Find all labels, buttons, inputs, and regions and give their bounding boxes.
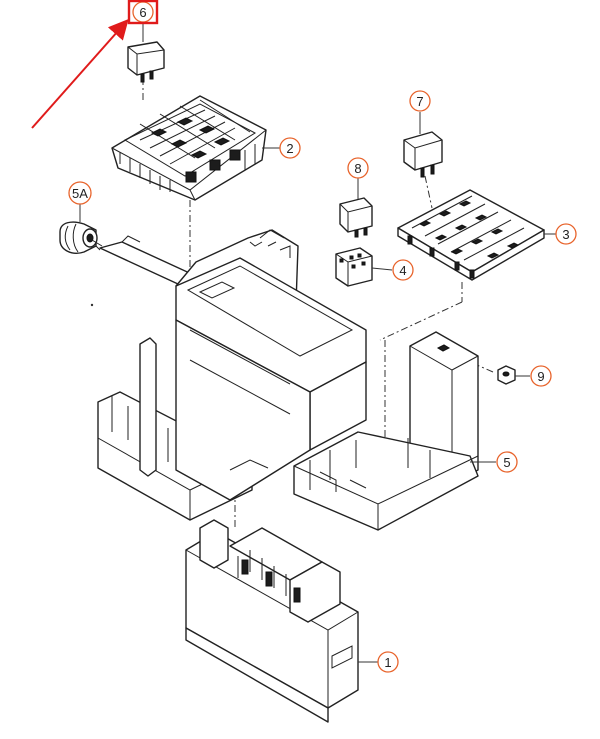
callout-2: 2 bbox=[279, 137, 301, 159]
callout-9: 9 bbox=[530, 365, 552, 387]
red-arrow bbox=[31, 19, 129, 129]
callout-6: 6 bbox=[127, 0, 159, 25]
svg-text:8: 8 bbox=[354, 161, 361, 176]
callout-4: 4 bbox=[392, 259, 414, 281]
svg-text:7: 7 bbox=[416, 94, 423, 109]
stray-mark bbox=[90, 303, 94, 307]
relay-socket-4 bbox=[335, 247, 373, 287]
svg-text:5A: 5A bbox=[72, 186, 88, 201]
svg-text:3: 3 bbox=[562, 227, 569, 242]
relay-7 bbox=[403, 131, 443, 178]
callout-3: 3 bbox=[555, 223, 577, 245]
callout-5: 5 bbox=[496, 451, 518, 473]
relay-8 bbox=[339, 197, 373, 238]
svg-text:2: 2 bbox=[286, 141, 293, 156]
relay-6 bbox=[127, 41, 165, 83]
leader-lines bbox=[79, 24, 556, 663]
svg-text:9: 9 bbox=[537, 369, 544, 384]
cable-run bbox=[91, 235, 197, 285]
callout-1: 1 bbox=[377, 651, 399, 673]
housing-left bbox=[97, 229, 367, 521]
grommet-5a bbox=[59, 221, 98, 254]
svg-text:6: 6 bbox=[139, 5, 146, 20]
callout-7: 7 bbox=[409, 90, 431, 112]
svg-text:4: 4 bbox=[399, 263, 406, 278]
callout-5a: 5A bbox=[68, 181, 92, 205]
relay-plate-3 bbox=[397, 189, 545, 281]
housing-right-5 bbox=[293, 331, 479, 531]
relay-carrier-2 bbox=[111, 95, 267, 201]
nut-9 bbox=[497, 365, 516, 385]
control-module-1 bbox=[185, 519, 359, 723]
highlight-box bbox=[127, 0, 159, 25]
svg-text:5: 5 bbox=[503, 455, 510, 470]
callout-8: 8 bbox=[347, 157, 369, 179]
svg-text:1: 1 bbox=[384, 655, 391, 670]
